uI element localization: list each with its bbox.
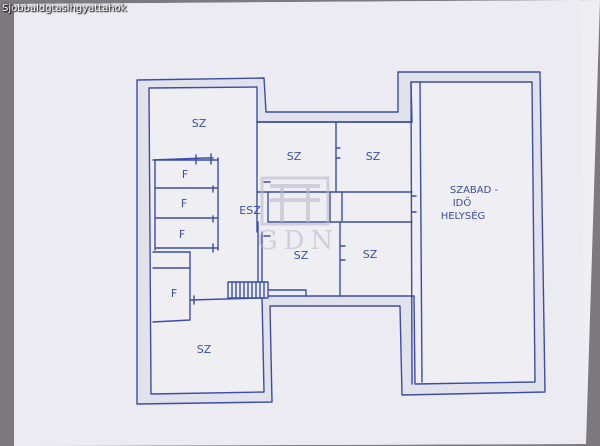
closet-ticks <box>195 153 214 253</box>
room-label-leisure-1: SZABAD - <box>450 185 499 196</box>
wall-bottom-hall <box>189 295 263 305</box>
room-label-sz-top-left: SZ <box>192 117 207 130</box>
watermark-emblem <box>260 176 330 226</box>
watermark-emblem-lines <box>270 184 320 222</box>
room-label-leisure-3: HELYSÉG <box>441 209 486 222</box>
floor-plan <box>136 71 546 405</box>
closet-lower <box>152 251 191 323</box>
room-label-f-4: F <box>171 287 177 300</box>
photo-caption: Sjobbaldgtasihgyattahok <box>2 3 127 14</box>
wall-corridor <box>267 191 413 223</box>
room-label-sz-right-bottom: SZ <box>363 248 378 261</box>
room-label-leisure-2: IDŐ <box>453 195 472 209</box>
door-ticks <box>263 147 417 261</box>
room-label-f-2: F <box>181 197 187 210</box>
watermark-text: GDN <box>257 226 339 256</box>
room-labels: SZ SZ SZ SZ SZ SZ F F F F ESZ SZABAD - I… <box>171 117 499 356</box>
room-label-f-1: F <box>182 168 188 181</box>
room-label-hall: ESZ <box>239 204 261 217</box>
closet-stack <box>154 159 219 251</box>
room-label-sz-center-top: SZ <box>287 150 302 163</box>
gdn-watermark: GDN <box>257 176 339 256</box>
stair-treads <box>231 281 265 299</box>
room-label-sz-bottom-left: SZ <box>197 343 212 356</box>
room-label-f-3: F <box>179 228 185 241</box>
wall-leisure-room <box>410 81 423 385</box>
room-label-sz-center-bottom: SZ <box>294 249 309 262</box>
room-label-sz-right-top: SZ <box>366 150 381 163</box>
